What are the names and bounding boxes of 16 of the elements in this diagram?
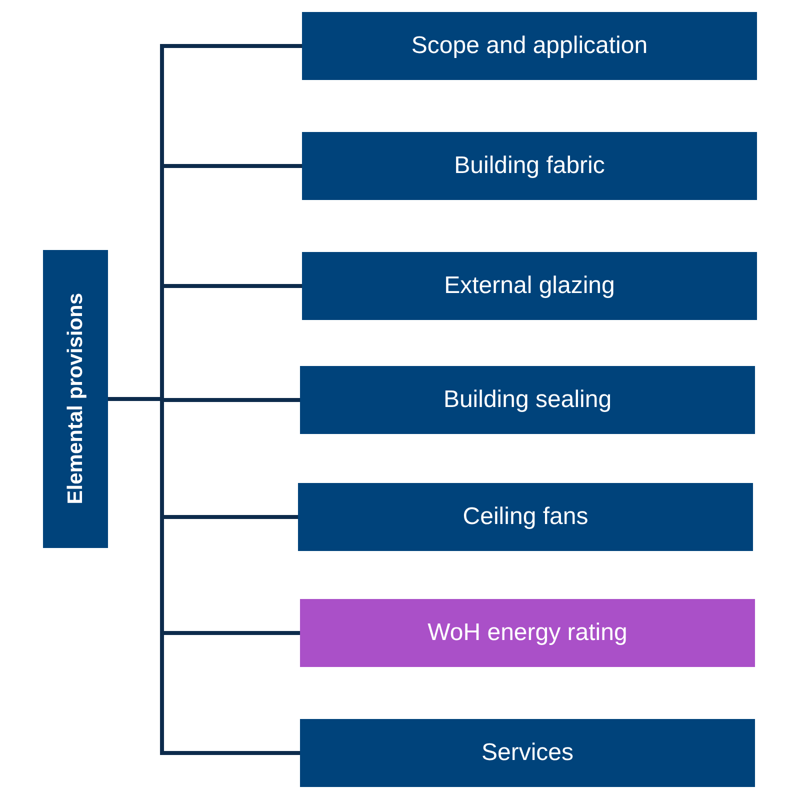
category-box [302, 132, 757, 200]
category-label: Building sealing [443, 385, 612, 415]
category-box [302, 252, 757, 320]
category-label: Ceiling fans [462, 502, 588, 532]
category-box [302, 12, 757, 80]
category-label: Scope and application [411, 31, 648, 61]
category-box [300, 366, 755, 434]
category-label: Services [481, 738, 574, 768]
category-label: WoH energy rating [428, 618, 628, 648]
category-label: External glazing [444, 271, 615, 301]
category-label: Building fabric [454, 151, 605, 181]
category-box [300, 719, 755, 787]
root-box [43, 250, 108, 548]
category-box [298, 483, 753, 551]
root-label: Elemental provisions [62, 293, 88, 505]
category-box [300, 599, 755, 667]
